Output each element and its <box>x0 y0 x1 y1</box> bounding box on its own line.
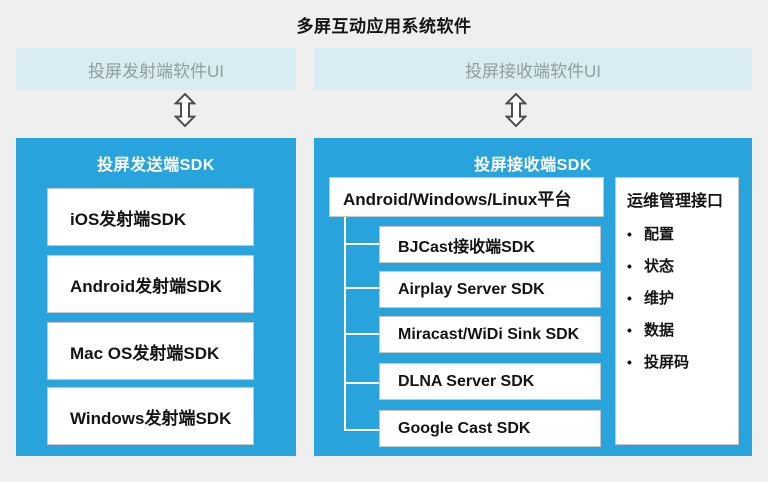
receiver-sdk-panel: 投屏接收端SDK Android/Windows/Linux平台 BJCast接… <box>314 138 752 456</box>
tree-branch-line <box>344 333 380 335</box>
ops-list-item: • 数据 <box>627 319 732 342</box>
tree-connector-line <box>344 217 346 431</box>
bullet-icon: • <box>627 226 632 242</box>
sender-sdk-panel-title: 投屏发送端SDK <box>97 157 215 174</box>
tree-branch-line <box>344 243 380 245</box>
bullet-icon: • <box>627 290 632 306</box>
receiver-ui-bar-label: 投屏接收端软件UI <box>465 61 601 81</box>
receiver-sdk-box: Airplay Server SDK <box>379 271 601 308</box>
sender-sdk-box: Mac OS发射端SDK <box>47 322 254 380</box>
platform-box: Android/Windows/Linux平台 <box>329 177 604 217</box>
up-down-arrow-icon <box>505 92 527 128</box>
tree-branch-line <box>344 382 380 384</box>
ops-item-label: 数据 <box>644 322 675 339</box>
sender-sdk-panel: 投屏发送端SDK iOS发射端SDK Android发射端SDK Mac OS发… <box>16 138 296 456</box>
sender-ui-bar: 投屏发射端软件UI <box>16 48 296 90</box>
sender-sdk-box: Android发射端SDK <box>47 255 254 313</box>
ops-list-item: • 状态 <box>627 255 732 278</box>
ops-list-item: • 维护 <box>627 287 732 310</box>
page-title: 多屏互动应用系统软件 <box>296 17 472 36</box>
bullet-icon: • <box>627 322 632 338</box>
ops-management-box: 运维管理接口 • 配置 • 状态 • 维护 • 数据 • 投屏码 <box>615 177 739 445</box>
ops-list-item: • 投屏码 <box>627 351 732 374</box>
receiver-sdk-box: Miracast/WiDi Sink SDK <box>379 316 601 353</box>
ops-management-title: 运维管理接口 <box>627 193 724 210</box>
receiver-sdk-panel-title: 投屏接收端SDK <box>474 157 592 174</box>
sender-sdk-box: Windows发射端SDK <box>47 387 254 445</box>
bullet-icon: • <box>627 258 632 274</box>
up-down-arrow-icon <box>174 92 196 128</box>
bullet-icon: • <box>627 354 632 370</box>
receiver-sdk-box: DLNA Server SDK <box>379 363 601 400</box>
tree-branch-line <box>344 287 380 289</box>
ops-list-item: • 配置 <box>627 223 732 246</box>
receiver-ui-bar: 投屏接收端软件UI <box>314 48 752 90</box>
sender-sdk-box: iOS发射端SDK <box>47 188 254 246</box>
tree-branch-line <box>344 429 380 431</box>
ops-item-label: 维护 <box>644 290 675 307</box>
ops-item-label: 投屏码 <box>644 354 690 371</box>
receiver-sdk-box: BJCast接收端SDK <box>379 226 601 263</box>
ops-item-label: 状态 <box>644 258 675 275</box>
receiver-sdk-box: Google Cast SDK <box>379 410 601 447</box>
ops-item-label: 配置 <box>644 226 675 243</box>
sender-ui-bar-label: 投屏发射端软件UI <box>88 61 224 81</box>
